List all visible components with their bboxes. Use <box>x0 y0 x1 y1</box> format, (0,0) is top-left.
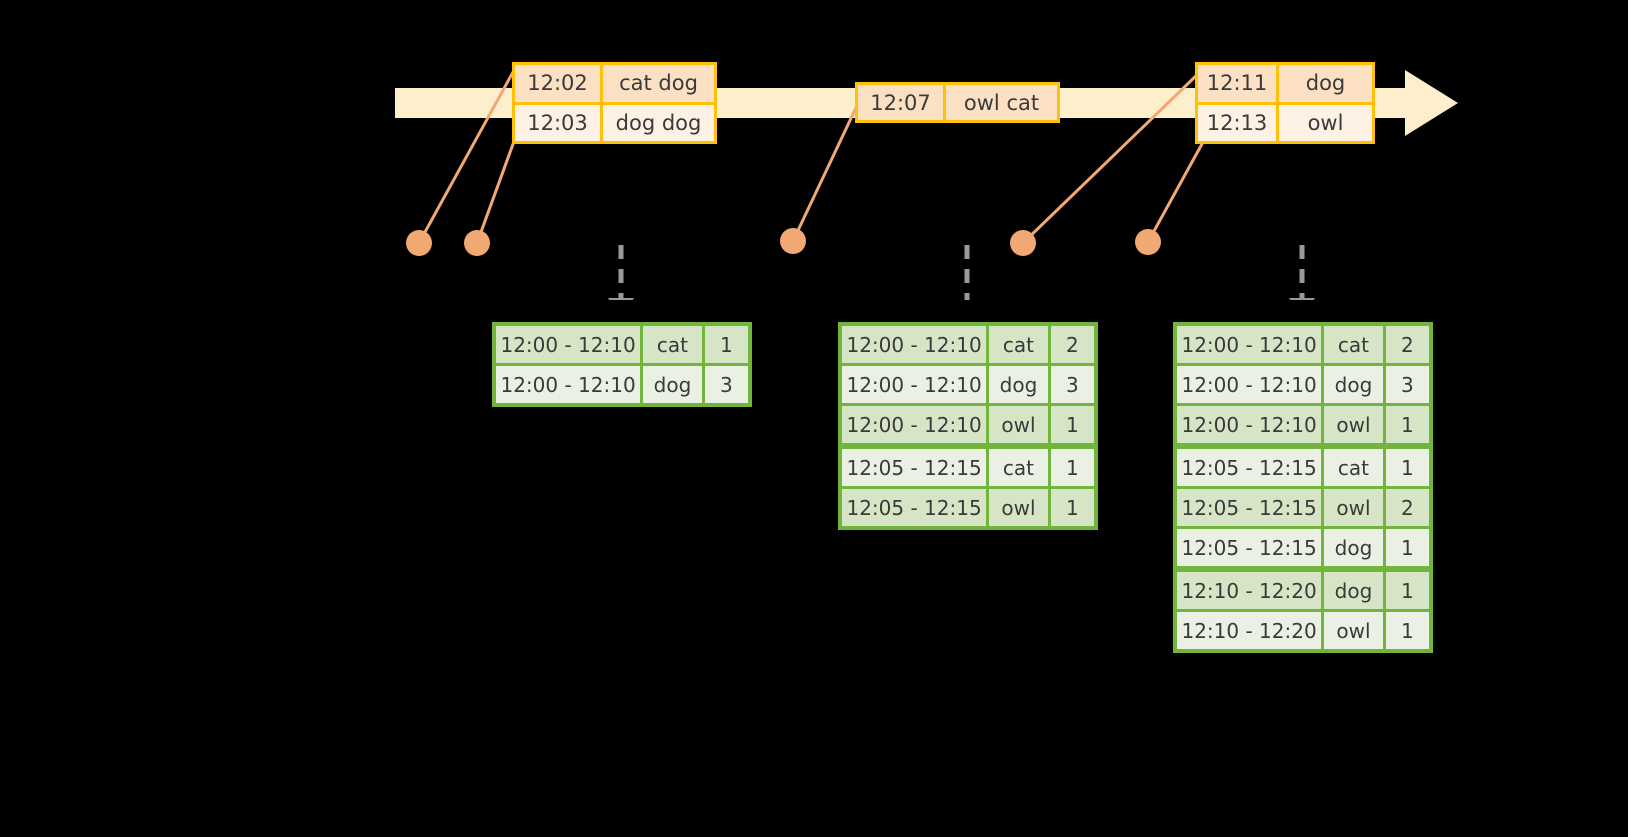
count-cell: 3 <box>1066 372 1079 397</box>
key-cell: dog <box>643 366 705 403</box>
count-cell: 3 <box>1401 372 1414 397</box>
flow-arrow-1-head <box>608 298 634 300</box>
event-row: 12:07 owl cat <box>858 85 1057 120</box>
window-cell: 12:00 - 12:10 <box>842 366 990 403</box>
count-cell: 2 <box>1401 332 1414 357</box>
count-cell: 1 <box>1066 455 1079 480</box>
flow-arrows <box>608 245 1315 300</box>
event-group-2: 12:07 owl cat <box>855 82 1060 123</box>
connector-line-1 <box>417 62 520 244</box>
event-dots <box>406 228 1161 256</box>
connector-lines <box>417 62 1210 245</box>
window-cell: 12:10 - 12:20 <box>1177 612 1325 649</box>
window-cell: 12:05 - 12:15 <box>842 449 990 486</box>
key-cell: dog <box>1324 529 1386 566</box>
window-cell: 12:00 - 12:10 <box>1177 326 1325 363</box>
count-cell: 2 <box>1401 495 1414 520</box>
window-cell: 12:05 - 12:15 <box>842 489 990 526</box>
event-words: owl cat <box>963 90 1040 115</box>
key-cell: dog <box>1324 572 1386 609</box>
window-cell: 12:05 - 12:15 <box>1177 529 1325 566</box>
key-cell: owl <box>989 489 1051 526</box>
count-cell: 1 <box>1066 412 1079 437</box>
key-cell: dog <box>1324 366 1386 403</box>
event-dot-4 <box>1010 230 1036 256</box>
count-cell: 1 <box>1401 618 1414 643</box>
connector-line-3 <box>791 92 865 242</box>
key-cell: cat <box>643 326 705 363</box>
timeline-layer <box>395 62 1458 300</box>
count-cell: 3 <box>720 372 733 397</box>
count-cell: 1 <box>1401 535 1414 560</box>
event-timestamp: 12:03 <box>515 104 603 141</box>
event-row: 12:13 owl <box>1198 101 1372 141</box>
count-cell: 1 <box>1066 495 1079 520</box>
key-cell: owl <box>1324 612 1386 649</box>
window-cell: 12:05 - 12:15 <box>1177 489 1325 526</box>
flow-arrow-3-head <box>1289 298 1315 300</box>
window-cell: 12:00 - 12:10 <box>496 366 644 403</box>
event-timestamp: 12:13 <box>1198 104 1279 141</box>
window-cell: 12:00 - 12:10 <box>1177 406 1325 443</box>
event-dot-5 <box>1135 229 1161 255</box>
key-cell: cat <box>989 449 1051 486</box>
count-cell: 2 <box>1066 332 1079 357</box>
connector-line-5 <box>1146 132 1210 243</box>
event-group-1: 12:02 cat dog 12:03 dog dog <box>512 62 717 144</box>
event-timestamp: 12:02 <box>515 65 603 102</box>
key-cell: cat <box>1324 449 1386 486</box>
count-cell: 1 <box>720 332 733 357</box>
window-cell: 12:10 - 12:20 <box>1177 572 1325 609</box>
count-cell: 1 <box>1401 578 1414 603</box>
event-dot-1 <box>406 230 432 256</box>
window-cell: 12:00 - 12:10 <box>496 326 644 363</box>
event-timestamp: 12:07 <box>858 85 946 120</box>
key-cell: cat <box>1324 326 1386 363</box>
key-cell: cat <box>989 326 1051 363</box>
key-cell: dog <box>989 366 1051 403</box>
window-cell: 12:00 - 12:10 <box>1177 366 1325 403</box>
window-cell: 12:05 - 12:15 <box>1177 449 1325 486</box>
connector-line-2 <box>475 124 522 244</box>
event-dot-3 <box>780 228 806 254</box>
connector-line-4 <box>1021 70 1202 245</box>
count-cell: 1 <box>1401 455 1414 480</box>
event-words: dog <box>1305 71 1346 96</box>
event-words: cat dog <box>619 71 698 96</box>
event-dot-2 <box>464 230 490 256</box>
window-cell: 12:00 - 12:10 <box>842 326 990 363</box>
event-words: dog dog <box>615 110 702 135</box>
event-timestamp: 12:11 <box>1198 65 1279 102</box>
event-group-3: 12:11 dog 12:13 owl <box>1195 62 1375 144</box>
event-row: 12:02 cat dog <box>515 65 714 102</box>
key-cell: owl <box>989 406 1051 443</box>
event-row: 12:03 dog dog <box>515 101 714 141</box>
event-words: owl <box>1307 110 1344 135</box>
count-cell: 1 <box>1401 412 1414 437</box>
event-row: 12:11 dog <box>1198 65 1372 102</box>
key-cell: owl <box>1324 406 1386 443</box>
window-cell: 12:00 - 12:10 <box>842 406 990 443</box>
key-cell: owl <box>1324 489 1386 526</box>
